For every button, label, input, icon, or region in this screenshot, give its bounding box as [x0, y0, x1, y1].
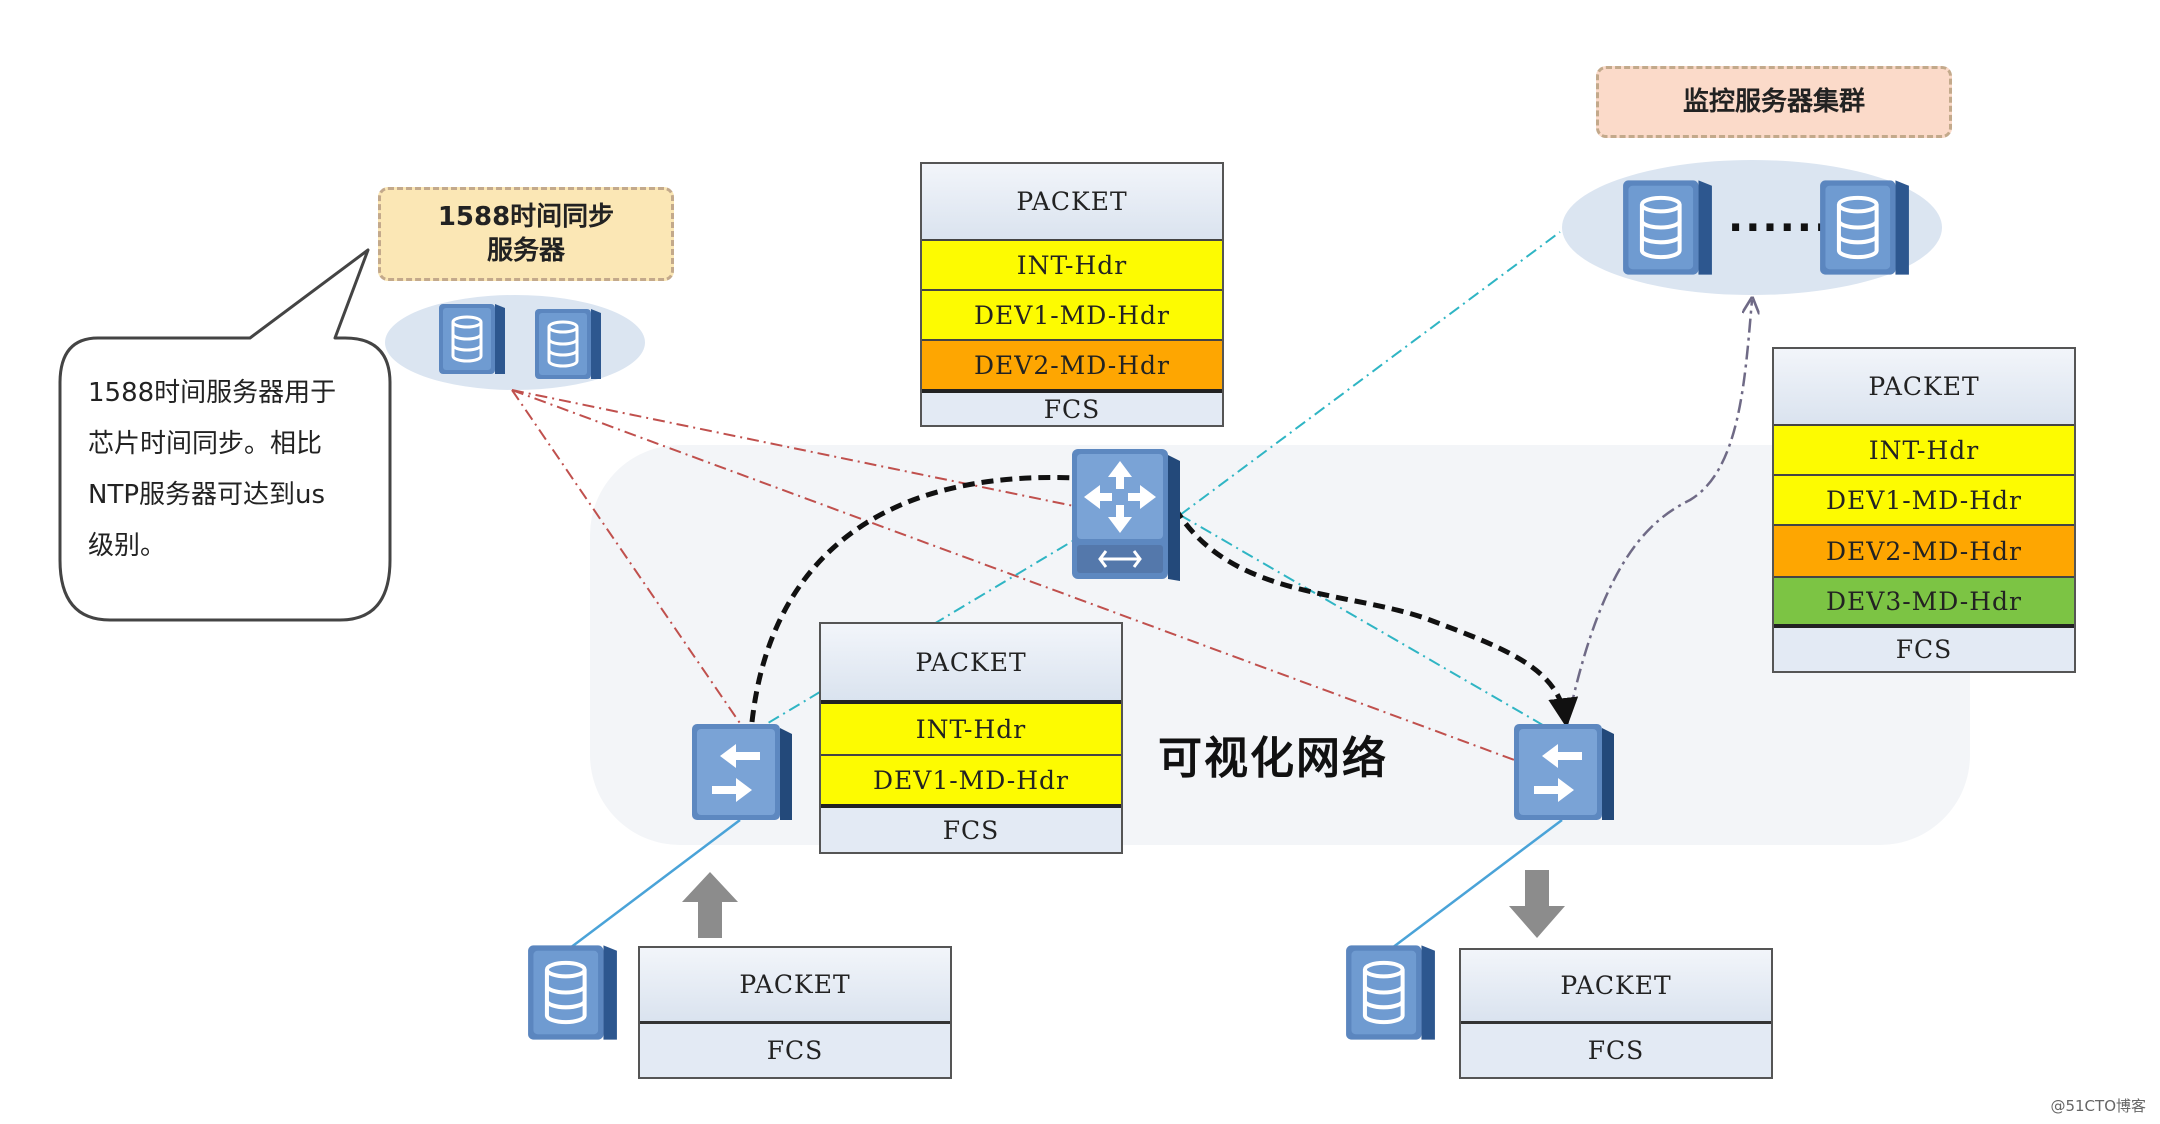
up-arrow-icon	[682, 872, 738, 938]
visual-network-label: 可视化网络	[1158, 733, 1388, 784]
packet-row: DEV1-MD-Hdr	[821, 756, 1121, 808]
packet-stack-mid: PACKET INT-Hdr DEV1-MD-Hdr FCS	[819, 622, 1123, 854]
monitor-ellipsis: ......	[1728, 195, 1832, 241]
database-server-icon	[535, 309, 601, 379]
packet-row: FCS	[1461, 1024, 1771, 1077]
packet-row: PACKET	[821, 624, 1121, 704]
host-link-right	[1391, 819, 1563, 949]
packet-row: INT-Hdr	[821, 704, 1121, 756]
packet-row: FCS	[1774, 628, 2074, 671]
packet-row: DEV1-MD-Hdr	[1774, 476, 2074, 526]
edge-switch-icon	[1514, 724, 1614, 820]
packet-row: DEV1-MD-Hdr	[922, 291, 1222, 341]
report-to-monitor-line	[1563, 300, 1752, 736]
callout-line: 芯片时间同步。相比	[88, 429, 323, 459]
edge-switch-icon	[692, 724, 792, 820]
packet-row: FCS	[821, 808, 1121, 852]
database-server-icon	[528, 945, 617, 1040]
packet-stack-right: PACKET INT-Hdr DEV1-MD-Hdr DEV2-MD-Hdr D…	[1772, 347, 2076, 673]
time-sync-lines	[511, 389, 1556, 776]
database-server-icon	[1820, 180, 1909, 275]
down-arrow-icon	[1509, 870, 1565, 938]
packet-path-2	[1172, 506, 1579, 728]
watermark: @51CTO博客	[2050, 1097, 2146, 1115]
host-link-left	[569, 819, 741, 949]
database-server-icon	[1346, 945, 1435, 1040]
packet-stack-bottom-right: PACKET FCS	[1459, 948, 1773, 1079]
packet-row: PACKET	[640, 948, 950, 1024]
packet-row: DEV2-MD-Hdr	[922, 341, 1222, 393]
packet-row: FCS	[922, 393, 1222, 425]
callout-line: NTP服务器可达到us	[88, 480, 326, 510]
packet-path	[749, 475, 1076, 723]
database-server-icon	[439, 304, 505, 374]
packet-row: INT-Hdr	[1774, 426, 2074, 476]
monitor-cluster-label: 监控服务器集群	[1596, 66, 1952, 138]
monitor-cluster-label-text: 监控服务器集群	[1682, 87, 1865, 117]
callout-text: 1588时间服务器用于 芯片时间同步。相比 NTP服务器可达到us 级别。	[88, 368, 388, 572]
database-server-icon	[1623, 180, 1712, 275]
packet-row: INT-Hdr	[922, 241, 1222, 291]
callout-line: 1588时间服务器用于	[88, 378, 337, 408]
packet-row: PACKET	[1461, 950, 1771, 1024]
speech-bubble	[58, 248, 392, 622]
packet-row: PACKET	[1774, 349, 2074, 426]
packet-row: FCS	[640, 1024, 950, 1077]
packet-row: DEV3-MD-Hdr	[1774, 578, 2074, 628]
callout-line: 级别。	[88, 531, 167, 561]
packet-stack-bottom-left: PACKET FCS	[638, 946, 952, 1079]
packet-row: PACKET	[922, 164, 1222, 241]
monitor-lines	[747, 231, 1561, 736]
core-switch-icon	[1072, 449, 1180, 581]
time-server-label: 1588时间同步 服务器	[378, 187, 674, 281]
packet-stack-top: PACKET INT-Hdr DEV1-MD-Hdr DEV2-MD-Hdr F…	[920, 162, 1224, 427]
time-server-pool	[385, 295, 645, 390]
time-server-label-text: 1588时间同步 服务器	[437, 202, 615, 266]
packet-row: DEV2-MD-Hdr	[1774, 526, 2074, 578]
